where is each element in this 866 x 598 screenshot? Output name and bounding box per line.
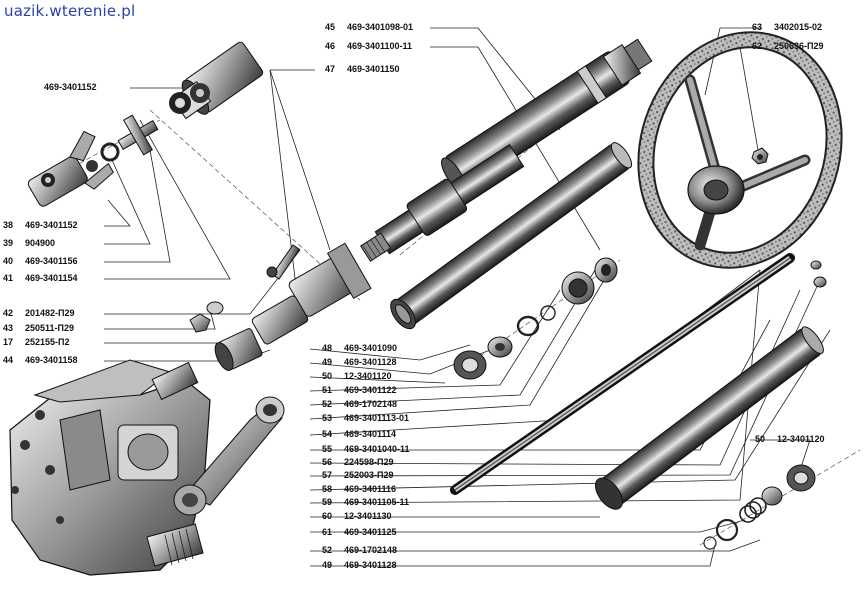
bearing-set-lower [703, 260, 827, 550]
universal-joint-upper [27, 41, 264, 207]
steering-shaft [450, 253, 795, 495]
steering-gearbox [9, 359, 211, 576]
intermediate-shaft [359, 143, 525, 262]
universal-joint-lower [189, 242, 372, 371]
label-top-yoke: 469-3401152 [44, 82, 97, 92]
shaft-housing-tube [595, 326, 824, 510]
steering-wheel [637, 31, 843, 269]
watermark: uazik.wterenie.pl [4, 2, 136, 20]
pitman-arm [173, 396, 285, 516]
upper-column-tube [441, 38, 653, 192]
lower-column-tube [390, 142, 633, 330]
bearing-set-upper [453, 257, 618, 380]
